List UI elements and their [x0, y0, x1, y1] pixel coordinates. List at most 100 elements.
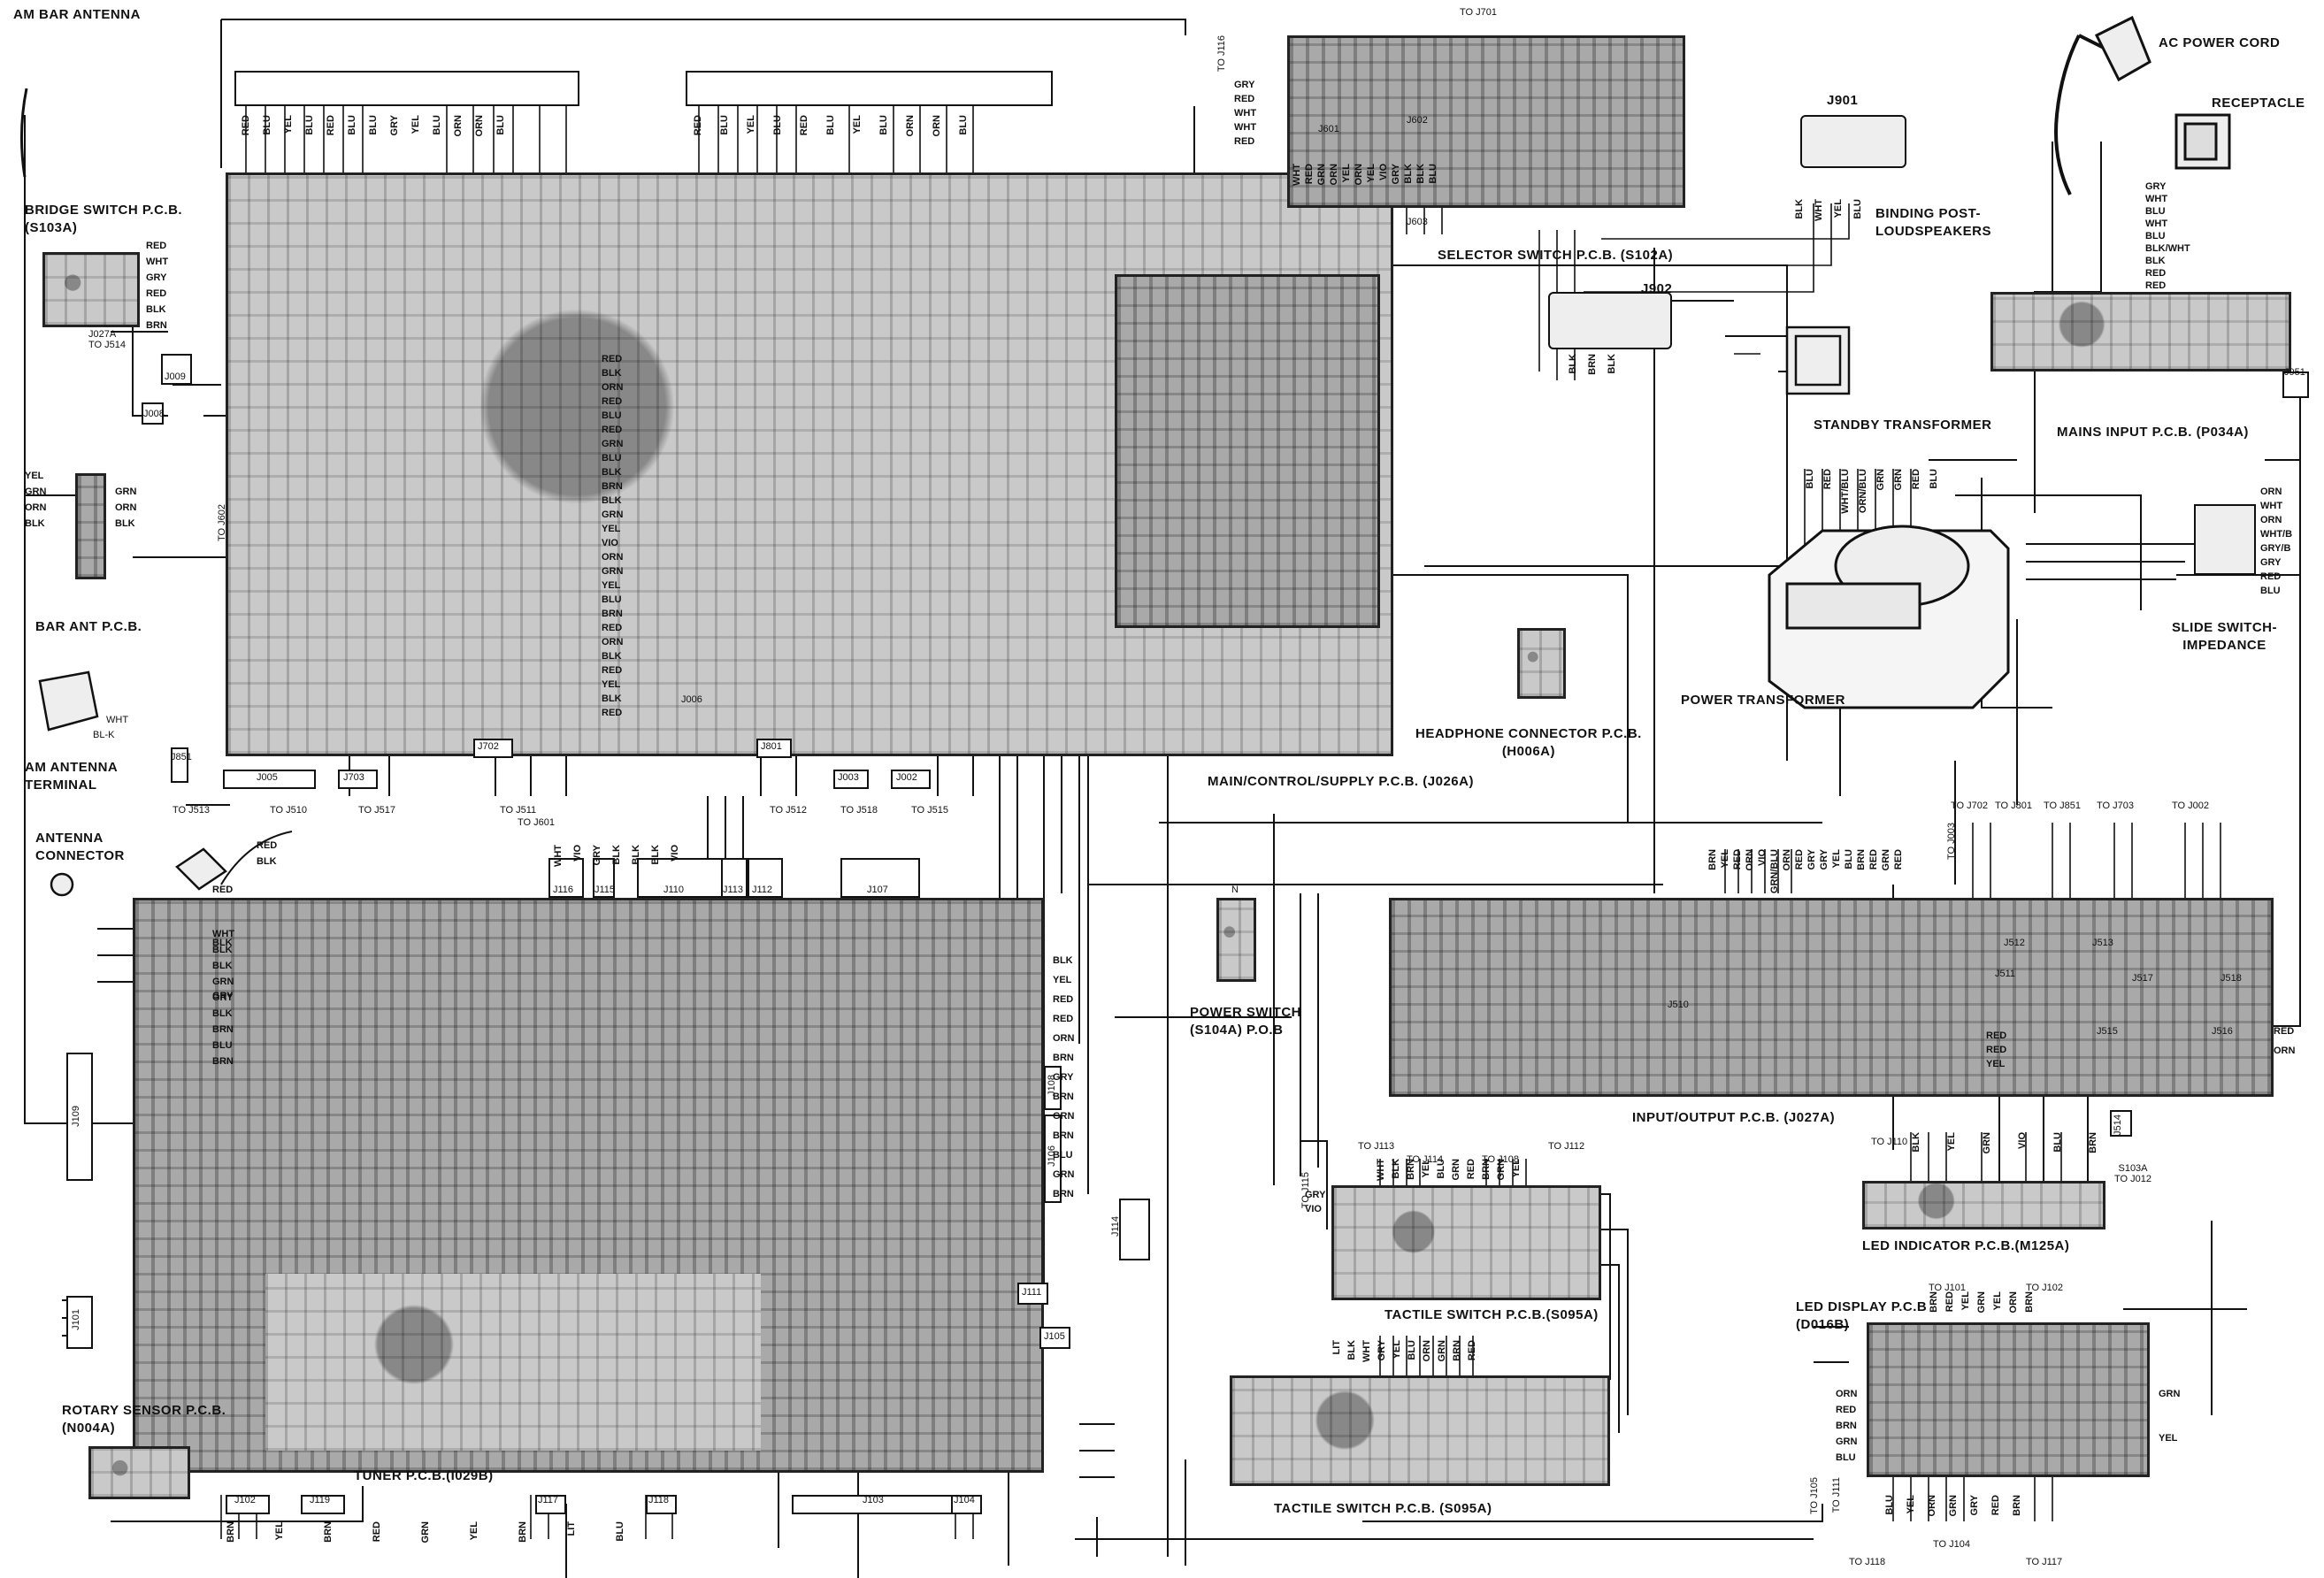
j851-connector	[171, 747, 188, 783]
power-transformer-label: POWER TRANSFORMER	[1681, 693, 1845, 708]
wire-color-tuner-right-4: ORN	[1053, 1033, 1075, 1044]
wire-color-tactile1-4: BLU	[1436, 1159, 1446, 1179]
wire-color-main-mid-12: YEL	[602, 524, 621, 534]
j003-connector	[833, 770, 869, 789]
ac-power-cord-label: AC POWER CORD	[2159, 35, 2281, 50]
wire-color-tactile1-6: RED	[1466, 1159, 1476, 1180]
wire-color-selector-bottom-11: BLU	[1428, 164, 1438, 184]
ref-to-j510: TO J510	[270, 805, 307, 816]
ref-to-j116: TO J116	[1216, 35, 1227, 73]
wire-color-j901-1: WHT	[1814, 199, 1824, 222]
wire-color-led-disp-bottom-3: GRN	[1948, 1495, 1959, 1517]
led-display-label: LED DISPLAY P.C.B (D016B)	[1796, 1299, 1928, 1332]
wire-color-tuner-misc-0: RED	[212, 885, 234, 895]
wire-color-main-mid-10: BLK	[602, 495, 622, 506]
ref-to-j701: TO J701	[1460, 7, 1497, 18]
wire-color-io-top-12: BRN	[1856, 849, 1867, 870]
main-top-connector-left	[234, 71, 579, 106]
wire-color-tl-top-2: YEL	[283, 115, 294, 134]
wire-color-tuner-right-2: RED	[1053, 994, 1074, 1005]
wire-color-led-ind-3: VIO	[2017, 1132, 2028, 1149]
wire-color-selector-bottom-2: GRN	[1316, 164, 1327, 186]
j009-connector	[161, 354, 192, 385]
wire-color-transformer-7: BLU	[1929, 469, 1939, 489]
j005-connector	[223, 770, 316, 789]
ref-to-j101: TO J101	[1929, 1283, 1966, 1293]
wire-color-tactile1-0: WHT	[1376, 1159, 1386, 1182]
wire-color-tactile2-5: BLU	[1407, 1340, 1417, 1360]
wire-color-io-right-1: ORN	[2274, 1046, 2296, 1056]
wire-color-transformer-3: ORN/BLU	[1858, 469, 1868, 514]
ref-j601: J601	[1318, 124, 1339, 134]
wire-color-tuner-left-8: BRN	[212, 1056, 234, 1067]
wire-color-tl-top-12: BLU	[495, 115, 506, 135]
slide-switch-impedance	[2194, 504, 2256, 575]
wire-color-j901-2: YEL	[1833, 199, 1844, 218]
ref-n: N	[1231, 885, 1239, 895]
wire-color-slide-0: ORN	[2260, 486, 2282, 497]
wire-color-tr-top-2: YEL	[746, 115, 756, 134]
j106-connector	[1044, 1115, 1062, 1203]
wire-color-main-mid-8: BLK	[602, 467, 622, 478]
ref-j103: J103	[863, 1495, 884, 1505]
j951-connector	[2282, 372, 2309, 398]
led-indicator-pcb	[1862, 1181, 2105, 1229]
wire-color-io-top-5: GRN/BLU	[1769, 849, 1780, 894]
wire-color-io-top-7: RED	[1794, 849, 1805, 870]
wire-color-led-ind-1: YEL	[1946, 1132, 1957, 1152]
wire-color-tactile2-6: ORN	[1422, 1340, 1432, 1362]
wire-color-slide-5: GRY	[2260, 557, 2282, 568]
wire-color-tuner-left-4: GRY	[212, 992, 234, 1003]
ref-j518: J518	[2220, 973, 2242, 984]
wire-color-tactile1-l-1: VIO	[1305, 1204, 1322, 1214]
wire-color-tactile2-1: BLK	[1346, 1340, 1357, 1360]
wire-color-tuner-misc-1: BLK	[212, 938, 233, 948]
wire-color-bridge-3: RED	[146, 288, 167, 299]
j801-connector	[756, 739, 792, 758]
binding-post-j902	[1548, 292, 1672, 349]
ref-j510: J510	[1668, 1000, 1689, 1010]
wire-color-main-mid-9: BRN	[602, 481, 623, 492]
wire-color-led-disp-top-4: YEL	[1992, 1291, 2003, 1311]
wire-color-tl-top-10: ORN	[453, 115, 464, 137]
wire-color-slide-2: ORN	[2260, 515, 2282, 525]
wire-color-io-top-9: GRY	[1819, 849, 1829, 870]
receptacle-label: RECEPTACLE	[2212, 96, 2305, 111]
wire-color-bar-ant-0: YEL	[25, 471, 44, 481]
wire-color-tl-top-6: BLU	[368, 115, 379, 135]
wire-color-slide-6: RED	[2260, 571, 2282, 582]
wire-color-bridge-1: WHT	[146, 257, 169, 267]
wire-color-led-disp-top-5: ORN	[2008, 1291, 2019, 1314]
wire-color-io-top-0: BRN	[1707, 849, 1718, 870]
wire-color-main-mid-3: RED	[602, 396, 623, 407]
ref-bl-k: BL-K	[93, 730, 115, 740]
wire-color-io-top-13: RED	[1868, 849, 1879, 870]
ref-j514: J514	[2113, 1115, 2123, 1136]
tactile-switch-pcb-1	[1331, 1185, 1601, 1300]
wire-color-led-ind-0: BLK	[1911, 1132, 1921, 1153]
wire-color-j901-3: BLU	[1852, 199, 1863, 219]
wire-color-led-disp-top-1: RED	[1944, 1291, 1955, 1313]
j117-connector	[535, 1495, 566, 1514]
wire-color-main-mid-22: RED	[602, 665, 623, 676]
ref-j113: J113	[723, 885, 744, 895]
wire-color-tactile1-2: BRN	[1406, 1159, 1416, 1180]
wire-color-led-ind-5: BRN	[2088, 1132, 2098, 1153]
wire-color-bar-ant-2: ORN	[25, 502, 47, 513]
ref-j117: J117	[538, 1495, 559, 1505]
led-display-pcb	[1867, 1322, 2150, 1477]
wire-color-main-mid-4: BLU	[602, 410, 622, 421]
wire-color-io-top-8: GRY	[1806, 849, 1817, 870]
wire-color-led-ind-2: GRN	[1982, 1132, 1992, 1154]
wire-color-led-disp-left-4: BLU	[1836, 1452, 1856, 1463]
j115-connector	[593, 858, 615, 898]
j008-connector	[142, 402, 164, 425]
am-antenna-terminal-label: AM ANTENNA TERMINAL	[25, 760, 119, 793]
ref-j110: J110	[663, 885, 685, 895]
ref-j951: J951	[2284, 367, 2305, 378]
wire-color-j901-0: BLK	[1794, 199, 1805, 219]
am-bar-antenna-label: AM BAR ANTENNA	[13, 7, 141, 22]
wire-color-bar-ant-1: GRN	[25, 486, 47, 497]
wire-color-io-top-15: RED	[1893, 849, 1904, 870]
